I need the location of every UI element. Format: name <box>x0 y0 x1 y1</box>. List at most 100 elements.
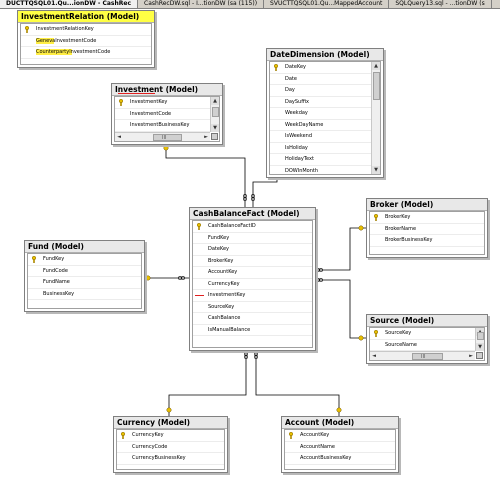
scroll-left-arrow-icon[interactable]: ◄ <box>117 134 121 140</box>
scroll-right-arrow-icon[interactable]: ► <box>469 353 473 359</box>
row-selector[interactable] <box>28 277 40 288</box>
row-selector[interactable] <box>193 279 205 290</box>
vertical-scrollbar[interactable]: ▲▼ <box>371 62 380 174</box>
column-row[interactable]: BrokerKey <box>193 256 312 267</box>
table-title[interactable]: Account (Model) <box>282 417 398 429</box>
document-tab[interactable]: SVUCTTQSQL01.Qu...MappedAccount <box>264 0 390 8</box>
row-selector[interactable] <box>21 36 33 47</box>
column-row[interactable]: AccountBusinessKey <box>285 453 395 465</box>
row-selector[interactable] <box>270 97 282 108</box>
column-row[interactable]: Weekday <box>270 108 371 120</box>
horizontal-scrollbar[interactable]: ◄III► <box>115 132 210 141</box>
column-row[interactable]: CashBalanceFactID <box>193 221 312 233</box>
table-title[interactable]: DateDimension (Model) <box>267 49 383 61</box>
row-selector[interactable] <box>370 235 382 246</box>
column-row[interactable]: DateKey <box>270 62 371 74</box>
scroll-down-arrow-icon[interactable]: ▼ <box>211 124 219 132</box>
column-row[interactable]: FundName <box>28 277 141 289</box>
row-selector[interactable] <box>193 267 205 278</box>
scroll-thumb[interactable] <box>373 72 380 100</box>
row-selector[interactable] <box>193 233 205 244</box>
row-selector[interactable] <box>193 256 205 267</box>
row-selector[interactable] <box>270 85 282 96</box>
row-selector[interactable] <box>285 442 297 453</box>
row-selector[interactable] <box>117 453 129 464</box>
column-row[interactable]: SourceKey <box>193 302 312 313</box>
column-row[interactable]: AccountKey <box>285 430 395 442</box>
row-selector[interactable] <box>370 340 382 351</box>
scroll-right-arrow-icon[interactable]: ► <box>204 134 208 140</box>
table-title[interactable]: CashBalanceFact (Model) <box>190 208 315 220</box>
column-row[interactable]: BrokerName <box>370 224 484 235</box>
table-title[interactable]: Currency (Model) <box>114 417 227 429</box>
table-title[interactable]: InvestmentRelation (Model) <box>18 11 154 23</box>
scroll-thumb[interactable] <box>477 332 484 340</box>
table-title[interactable]: Fund (Model) <box>25 241 144 253</box>
column-row[interactable]: CurrencyCode <box>117 442 224 453</box>
column-row[interactable]: InvestmentCode <box>115 109 210 120</box>
table-investmentrelation[interactable]: InvestmentRelation (Model)InvestmentRela… <box>17 10 155 68</box>
column-row[interactable]: DateKey <box>193 244 312 256</box>
column-row[interactable]: CashBalance <box>193 313 312 325</box>
row-selector[interactable] <box>270 166 282 175</box>
row-selector[interactable] <box>285 453 297 464</box>
table-title[interactable]: Broker (Model) <box>367 199 487 211</box>
column-row[interactable]: DaySuffix <box>270 97 371 108</box>
row-selector[interactable] <box>193 302 205 313</box>
scroll-up-arrow-icon[interactable]: ▲ <box>211 97 219 105</box>
row-selector[interactable] <box>193 313 205 324</box>
column-row[interactable]: FundCode <box>28 266 141 277</box>
column-row[interactable]: BrokerBusinessKey <box>370 235 484 247</box>
column-row[interactable]: DOWInMonth <box>270 166 371 175</box>
scroll-down-arrow-icon[interactable]: ▼ <box>476 343 484 351</box>
column-row[interactable]: CurrencyKey <box>117 430 224 442</box>
row-selector[interactable] <box>270 74 282 85</box>
vertical-scrollbar[interactable]: ▲▼ <box>210 97 219 132</box>
column-row[interactable]: SourceName <box>370 340 475 351</box>
scroll-up-arrow-icon[interactable]: ▲ <box>372 62 380 70</box>
column-row[interactable]: IsManualBalance <box>193 325 312 336</box>
row-selector[interactable] <box>28 266 40 277</box>
row-selector[interactable] <box>21 47 33 58</box>
row-selector[interactable] <box>193 244 205 255</box>
row-selector[interactable] <box>117 442 129 453</box>
column-row[interactable]: SourceKey <box>370 328 475 340</box>
row-selector[interactable] <box>115 109 127 120</box>
document-tab[interactable]: DUCTTQSQL01.Qu...ionDW - CashRec <box>0 0 139 8</box>
column-row[interactable]: AccountKey <box>193 267 312 279</box>
row-selector[interactable] <box>270 120 282 131</box>
row-selector[interactable] <box>270 108 282 119</box>
row-selector[interactable] <box>28 289 40 300</box>
column-row[interactable]: AccountName <box>285 442 395 453</box>
scroll-thumb[interactable] <box>212 107 219 117</box>
column-row[interactable]: InvestmentKey <box>193 290 312 302</box>
column-row[interactable]: BrokerKey <box>370 212 484 224</box>
row-selector[interactable] <box>115 120 127 131</box>
table-title[interactable]: Investment (Model) <box>112 84 222 96</box>
row-selector[interactable] <box>370 224 382 235</box>
column-row[interactable]: GenevaInvestmentCode <box>21 36 151 47</box>
column-row[interactable]: IsWeekend <box>270 131 371 143</box>
table-title[interactable]: Source (Model) <box>367 315 487 327</box>
column-row[interactable]: CurrencyKey <box>193 279 312 290</box>
document-tab[interactable]: CashRecDW.sql - I...tionDW (sa (115)) <box>138 0 265 8</box>
column-row[interactable]: FundKey <box>28 254 141 266</box>
table-cashbalancefact[interactable]: CashBalanceFact (Model)CashBalanceFactID… <box>189 207 316 351</box>
column-row[interactable]: HolidayText <box>270 154 371 166</box>
vertical-scrollbar[interactable]: ▲▼ <box>475 328 484 351</box>
column-row[interactable]: Day <box>270 85 371 97</box>
